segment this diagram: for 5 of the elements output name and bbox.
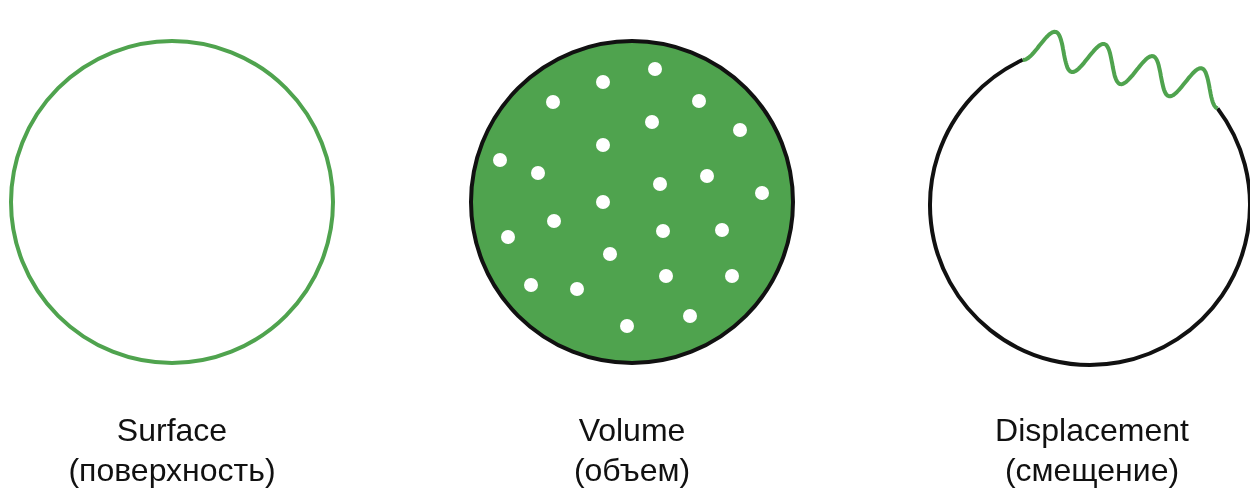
- circle-outline: [7, 37, 337, 367]
- dotted-circle-drawing: [467, 37, 797, 367]
- node-label: Surface (поверхность): [68, 411, 276, 490]
- node-label: Displacement (смещение): [995, 411, 1189, 490]
- node-label: Volume (объем): [573, 411, 691, 490]
